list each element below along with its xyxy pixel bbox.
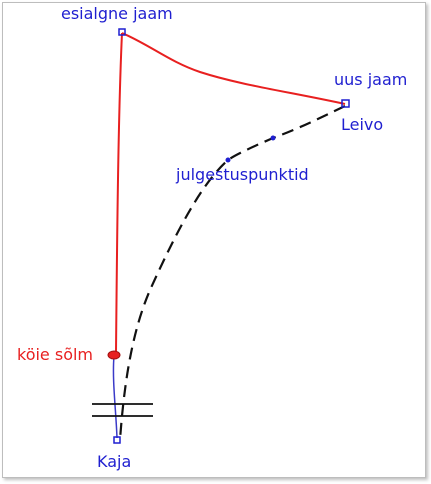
rope-knot-label: köie sõlm — [17, 345, 93, 364]
blue-rope-line — [112, 355, 118, 439]
origin-label: Kaja — [97, 452, 131, 471]
red-rope-line — [115, 32, 346, 353]
dashed-route-line — [118, 105, 346, 441]
rope-knot-marker — [107, 350, 121, 360]
anchor-points-label: julgestuspunktid — [175, 165, 309, 184]
image-border — [2, 2, 426, 478]
new-station-marker — [341, 99, 350, 108]
new-station-name-label: Leivo — [341, 115, 383, 134]
old-station-label: esialgne jaam — [61, 4, 173, 23]
anchor-point-2 — [225, 157, 231, 163]
new-station-label: uus jaam — [334, 70, 407, 89]
anchor-point-1 — [270, 135, 276, 141]
kaja-marker — [113, 436, 121, 444]
old-station-marker — [118, 28, 126, 36]
